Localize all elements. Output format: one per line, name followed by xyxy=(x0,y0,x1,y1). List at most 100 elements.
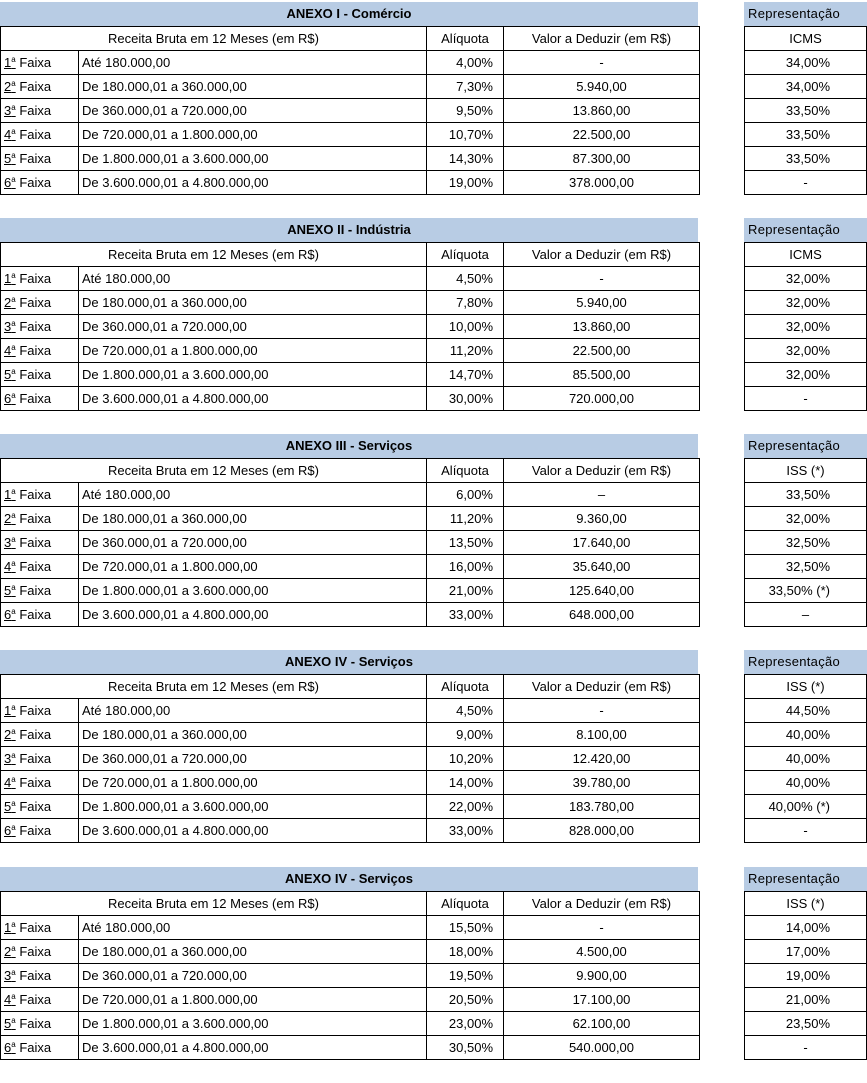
aliquota-cell: 4,50% xyxy=(426,698,504,723)
deduzir-cell: 39.780,00 xyxy=(503,770,700,795)
faixa-ordinal: 3a xyxy=(4,751,16,766)
receita-range-cell: De 180.000,01 a 360.000,00 xyxy=(78,939,427,964)
aliquota-cell: 18,00% xyxy=(426,939,504,964)
representacao-row: 34,00% xyxy=(744,74,867,99)
representacao-header-row: ISS (*) xyxy=(744,891,867,916)
aliquota-cell: 11,20% xyxy=(426,506,504,531)
representacao-cell: 32,00% xyxy=(744,338,867,363)
representacao-cell: 34,00% xyxy=(744,50,867,75)
aliquota-cell: 23,00% xyxy=(426,1011,504,1036)
aliquota-cell: 33,00% xyxy=(426,602,504,627)
faixa-cell: 6a Faixa xyxy=(0,818,79,843)
anexo-table: Receita Bruta em 12 Meses (em R$) Alíquo… xyxy=(0,674,700,843)
deduzir-cell: 828.000,00 xyxy=(503,818,700,843)
faixa-ordinal: 3a xyxy=(4,319,16,334)
faixa-label: Faixa xyxy=(19,319,52,334)
receita-range-cell: De 720.000,01 a 1.800.000,00 xyxy=(78,338,427,363)
deduzir-cell: - xyxy=(503,915,700,940)
faixa-ordinal: 4a xyxy=(4,992,16,1007)
representacao-row: 33,50% xyxy=(744,146,867,171)
aliquota-cell: 7,30% xyxy=(426,74,504,99)
representacao-row: 40,00% xyxy=(744,746,867,771)
deduzir-cell: 22.500,00 xyxy=(503,338,700,363)
faixa-ordinal: 2a xyxy=(4,79,16,94)
representacao-title: Representação xyxy=(744,867,867,891)
faixa-cell: 2a Faixa xyxy=(0,74,79,99)
faixa-label: Faixa xyxy=(19,1016,52,1031)
representacao-title: Representação xyxy=(744,650,867,674)
header-aliquota: Alíquota xyxy=(426,26,504,51)
representacao-cell: 19,00% xyxy=(744,963,867,988)
representacao-cell: 32,00% xyxy=(744,314,867,339)
receita-range-cell: De 180.000,01 a 360.000,00 xyxy=(78,74,427,99)
deduzir-cell: 5.940,00 xyxy=(503,290,700,315)
faixa-cell: 3a Faixa xyxy=(0,746,79,771)
table-header-row: Receita Bruta em 12 Meses (em R$) Alíquo… xyxy=(0,242,700,267)
faixa-label: Faixa xyxy=(19,968,52,983)
faixa-label: Faixa xyxy=(19,1040,52,1055)
receita-range-cell: De 360.000,01 a 720.000,00 xyxy=(78,530,427,555)
representacao-row: 33,50% (*) xyxy=(744,578,867,603)
representacao-row: 17,00% xyxy=(744,939,867,964)
receita-range-cell: De 3.600.000,01 a 4.800.000,00 xyxy=(78,1035,427,1060)
header-receita: Receita Bruta em 12 Meses (em R$) xyxy=(0,458,427,483)
receita-range-cell: De 3.600.000,01 a 4.800.000,00 xyxy=(78,386,427,411)
faixa-label: Faixa xyxy=(19,343,52,358)
aliquota-cell: 11,20% xyxy=(426,338,504,363)
representacao-cell: 40,00% (*) xyxy=(744,794,867,819)
header-deduzir: Valor a Deduzir (em R$) xyxy=(503,458,700,483)
table-row: 4a Faixa De 720.000,01 a 1.800.000,00 16… xyxy=(0,554,700,579)
deduzir-cell: 35.640,00 xyxy=(503,554,700,579)
faixa-ordinal: 6a xyxy=(4,391,16,406)
faixa-label: Faixa xyxy=(19,55,52,70)
faixa-cell: 2a Faixa xyxy=(0,506,79,531)
representacao-row: 40,00% xyxy=(744,770,867,795)
aliquota-cell: 13,50% xyxy=(426,530,504,555)
representacao-cell: 32,50% xyxy=(744,530,867,555)
faixa-label: Faixa xyxy=(19,367,52,382)
deduzir-cell: 183.780,00 xyxy=(503,794,700,819)
deduzir-cell: 22.500,00 xyxy=(503,122,700,147)
receita-range-cell: Até 180.000,00 xyxy=(78,915,427,940)
anexo-table: Receita Bruta em 12 Meses (em R$) Alíquo… xyxy=(0,458,700,627)
deduzir-cell: - xyxy=(503,266,700,291)
deduzir-cell: 17.100,00 xyxy=(503,987,700,1012)
aliquota-cell: 4,00% xyxy=(426,50,504,75)
faixa-cell: 6a Faixa xyxy=(0,602,79,627)
faixa-cell: 4a Faixa xyxy=(0,987,79,1012)
table-row: 6a Faixa De 3.600.000,01 a 4.800.000,00 … xyxy=(0,1035,700,1060)
faixa-cell: 5a Faixa xyxy=(0,362,79,387)
table-row: 5a Faixa De 1.800.000,01 a 3.600.000,00 … xyxy=(0,1011,700,1036)
representacao-cell: 32,00% xyxy=(744,362,867,387)
aliquota-cell: 30,00% xyxy=(426,386,504,411)
representacao-cell: - xyxy=(744,818,867,843)
table-row: 2a Faixa De 180.000,01 a 360.000,00 18,0… xyxy=(0,939,700,964)
table-row: 6a Faixa De 3.600.000,01 a 4.800.000,00 … xyxy=(0,818,700,843)
faixa-cell: 1a Faixa xyxy=(0,482,79,507)
representacao-header: ISS (*) xyxy=(744,674,867,699)
table-row: 5a Faixa De 1.800.000,01 a 3.600.000,00 … xyxy=(0,362,700,387)
representacao-row: - xyxy=(744,818,867,843)
aliquota-cell: 15,50% xyxy=(426,915,504,940)
faixa-label: Faixa xyxy=(19,535,52,550)
table-row: 1a Faixa Até 180.000,00 4,00% - xyxy=(0,50,700,75)
representacao-header: ISS (*) xyxy=(744,891,867,916)
representacao-cell: 33,50% xyxy=(744,146,867,171)
representacao-row: 23,50% xyxy=(744,1011,867,1036)
representacao-cell: 33,50% xyxy=(744,482,867,507)
representacao-row: 32,50% xyxy=(744,530,867,555)
aliquota-cell: 16,00% xyxy=(426,554,504,579)
deduzir-cell: 9.360,00 xyxy=(503,506,700,531)
header-receita: Receita Bruta em 12 Meses (em R$) xyxy=(0,674,427,699)
anexo-title: ANEXO IV - Serviços xyxy=(0,650,698,674)
faixa-label: Faixa xyxy=(19,992,52,1007)
header-deduzir: Valor a Deduzir (em R$) xyxy=(503,26,700,51)
representacao-cell: - xyxy=(744,1035,867,1060)
representacao-title: Representação xyxy=(744,218,867,242)
receita-range-cell: De 720.000,01 a 1.800.000,00 xyxy=(78,987,427,1012)
faixa-ordinal: 4a xyxy=(4,127,16,142)
receita-range-cell: De 1.800.000,01 a 3.600.000,00 xyxy=(78,1011,427,1036)
